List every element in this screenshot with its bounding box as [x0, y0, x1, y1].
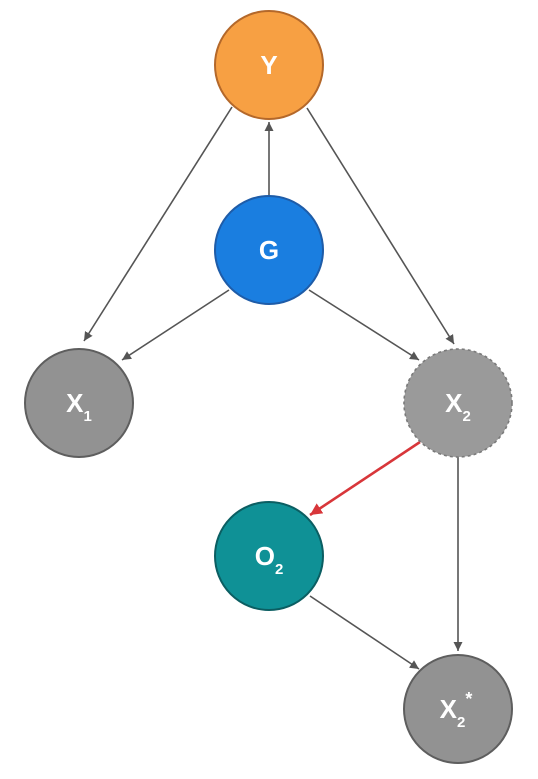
svg-text:G: G [259, 235, 279, 265]
node-o2-circle [214, 501, 324, 611]
node-x1-circle [24, 348, 134, 458]
node-x2-star-superscript: * [465, 689, 472, 709]
node-o2-label: O [255, 541, 275, 571]
node-x2-subscript: 2 [463, 408, 471, 425]
edge-g-to-x1 [121, 289, 230, 361]
node-o2-subscript: 2 [275, 561, 283, 578]
svg-text:X2: X2 [445, 388, 471, 425]
node-x2-circle [403, 348, 513, 458]
node-o2: O2 [214, 501, 324, 611]
node-x2-label: X [445, 388, 463, 418]
edge-x2-to-o2 [309, 440, 421, 517]
node-x2-star: X2* [403, 654, 513, 764]
edge-y-to-x1 [83, 106, 233, 342]
svg-text:X1: X1 [66, 388, 92, 425]
svg-text:X2*: X2* [440, 689, 473, 731]
svg-text:O2: O2 [255, 541, 284, 578]
node-g-circle [214, 195, 324, 305]
node-x1-subscript: 1 [84, 408, 92, 425]
node-y-circle [214, 10, 324, 120]
node-x2-star-circle [403, 654, 513, 764]
node-x2-star-label: X [440, 694, 458, 724]
node-x2-star-subscript: 2 [457, 714, 465, 731]
node-y: Y [214, 10, 324, 120]
node-g: G [214, 195, 324, 305]
node-x1-label: X [66, 388, 84, 418]
edge-o2-to-x2star [309, 595, 420, 670]
node-g-label: G [259, 235, 279, 265]
node-y-label: Y [260, 50, 277, 80]
node-x2: X2 [403, 348, 513, 458]
edge-g-to-x2 [308, 289, 420, 361]
edge-y-to-x2 [306, 107, 455, 345]
node-x1: X1 [24, 348, 134, 458]
svg-text:Y: Y [260, 50, 277, 80]
